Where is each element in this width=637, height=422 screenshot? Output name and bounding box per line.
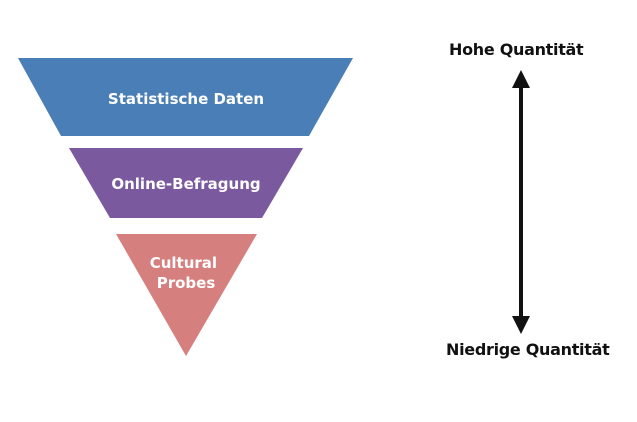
funnel-level-3: Cultural Probes bbox=[116, 234, 257, 356]
funnel-level-1-label: Statistische Daten bbox=[108, 90, 264, 108]
funnel-level-2: Online-Befragung bbox=[69, 148, 303, 218]
funnel-level-2-label-line-1: Online-Befragung bbox=[111, 175, 260, 193]
funnel-level-1-label-line-1: Statistische Daten bbox=[108, 90, 264, 108]
scale-top-label: Hohe Quantität bbox=[449, 40, 584, 59]
funnel-level-2-label: Online-Befragung bbox=[111, 175, 260, 193]
scale-arrow-head-up bbox=[512, 70, 530, 88]
scale-bottom-label: Niedrige Quantität bbox=[446, 340, 610, 359]
funnel-level-3-label-line-1: Cultural bbox=[150, 254, 217, 272]
scale-arrow-head-down bbox=[512, 316, 530, 334]
funnel-level-3-label-line-2: Probes bbox=[157, 274, 216, 292]
funnel-level-2-shape bbox=[69, 148, 303, 218]
funnel-level-3-shape bbox=[116, 234, 257, 356]
funnel-level-1-shape bbox=[18, 58, 353, 136]
funnel-level-1: Statistische Daten bbox=[18, 58, 353, 136]
funnel-level-3-label: Cultural Probes bbox=[150, 254, 223, 292]
